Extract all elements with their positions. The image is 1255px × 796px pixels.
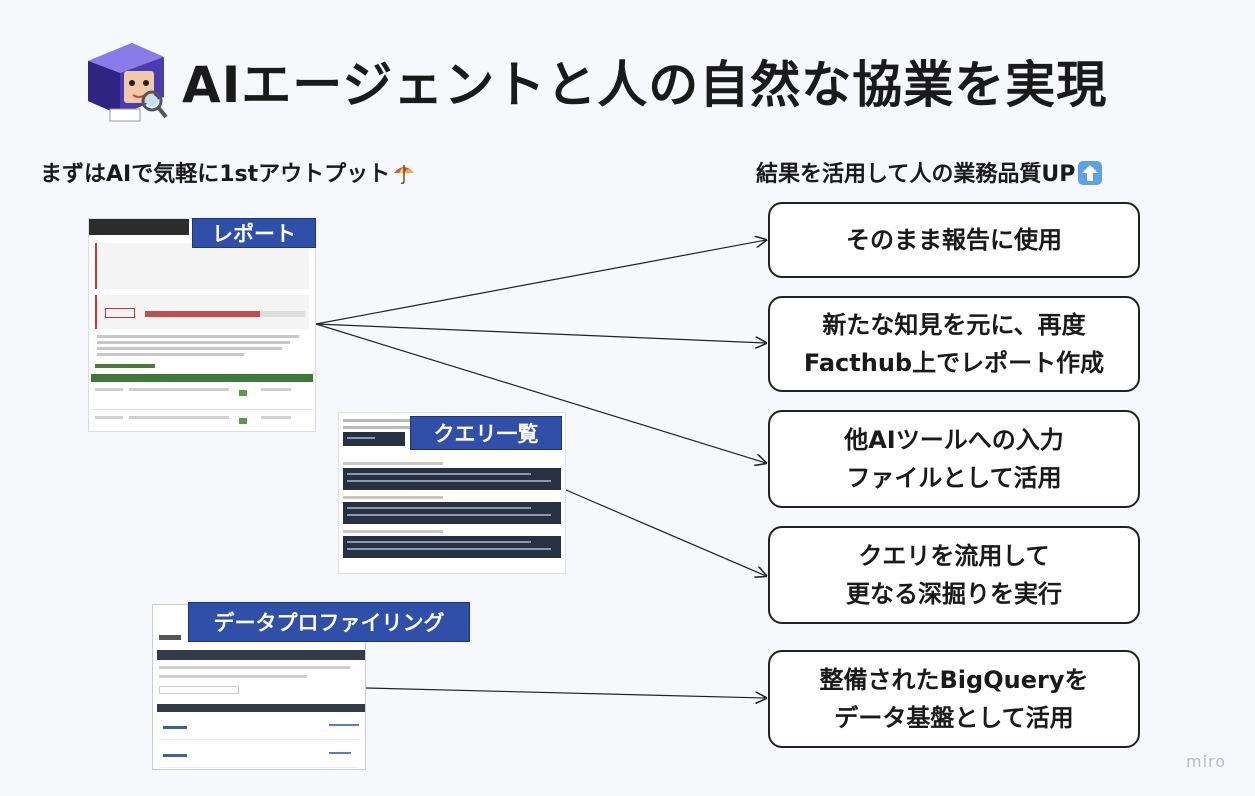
- result-line: Facthub上でレポート作成: [803, 349, 1105, 377]
- result-line: 新たな知見を元に、再度: [822, 311, 1086, 339]
- profiling-thumbnail-row: [159, 718, 359, 740]
- query-thumbnail-code: [343, 468, 561, 490]
- miro-watermark: miro: [1186, 752, 1227, 771]
- arrow-report-to-result-2: [315, 323, 766, 343]
- report-thumbnail-table-header: [91, 374, 313, 382]
- report-badge: レポート: [192, 218, 316, 248]
- query-thumbnail-label: [343, 419, 433, 422]
- query-thumbnail-code: [343, 536, 561, 558]
- result-line: 更なる深掘りを実行: [846, 580, 1062, 608]
- query-thumbnail-label: [343, 496, 443, 499]
- page-title: AIエージェントと人の自然な協業を実現: [182, 56, 1108, 114]
- arrow-query-to-result-4: [565, 489, 766, 576]
- query-thumbnail-label: [343, 530, 443, 533]
- query-thumbnail-label: [343, 426, 413, 429]
- result-line: 他AIツールへの入力: [844, 426, 1064, 454]
- profiling-thumbnail-bar: [157, 650, 365, 660]
- report-thumbnail-header: [89, 219, 189, 235]
- query-thumbnail-label: [343, 462, 443, 465]
- arrow-report-to-result-1: [315, 240, 766, 325]
- result-box-ai-tool-input: 他AIツールへの入力 ファイルとして活用: [768, 410, 1140, 508]
- profiling-thumbnail-row: [159, 746, 359, 768]
- result-box-bigquery-base: 整備されたBigQueryを データ基盤として活用: [768, 650, 1140, 748]
- right-heading-text: 結果を活用して人の業務品質UP: [756, 162, 1076, 187]
- result-box-report-use: そのまま報告に使用: [768, 202, 1140, 278]
- report-thumbnail: [88, 218, 316, 432]
- report-thumbnail-row: [91, 410, 313, 431]
- mascot-icon: [88, 43, 168, 122]
- result-line: そのまま報告に使用: [846, 226, 1062, 254]
- profiling-thumbnail-input: [159, 686, 239, 694]
- arrow-profiling-to-result-5: [365, 687, 766, 698]
- profiling-thumbnail-text: [159, 666, 350, 669]
- right-heading: 結果を活用して人の業務品質UP: [756, 156, 1103, 188]
- query-thumbnail-code: [343, 502, 561, 524]
- result-line: データ基盤として活用: [834, 704, 1074, 732]
- up-arrow-emoji-icon: [1078, 161, 1103, 185]
- report-thumbnail-section: [95, 364, 155, 368]
- result-line: クエリを流用して: [858, 542, 1050, 570]
- left-heading-text: まずはAIで気軽に1stアウトプット: [40, 162, 391, 187]
- umbrella-emoji-icon: [394, 165, 415, 184]
- profiling-thumbnail-text: [159, 675, 308, 678]
- result-line: ファイルとして活用: [846, 464, 1062, 492]
- left-heading: まずはAIで気軽に1stアウトプット: [40, 156, 416, 188]
- result-box-new-report: 新たな知見を元に、再度 Facthub上でレポート作成: [768, 296, 1140, 392]
- report-thumbnail-conclusion: [95, 295, 309, 329]
- profiling-badge: データプロファイリング: [188, 602, 470, 642]
- profiling-thumbnail-count: [159, 635, 181, 640]
- result-line: 整備されたBigQueryを: [819, 666, 1089, 694]
- query-badge: クエリ一覧: [410, 416, 562, 450]
- title-row: AIエージェントと人の自然な協業を実現: [80, 38, 1107, 124]
- result-box-query-reuse: クエリを流用して 更なる深掘りを実行: [768, 526, 1140, 624]
- report-thumbnail-summary: [95, 243, 309, 289]
- report-thumbnail-row: [91, 382, 313, 410]
- report-thumbnail-text: [97, 335, 307, 356]
- query-thumbnail-code: [343, 432, 405, 446]
- profiling-thumbnail-bar: [157, 704, 365, 712]
